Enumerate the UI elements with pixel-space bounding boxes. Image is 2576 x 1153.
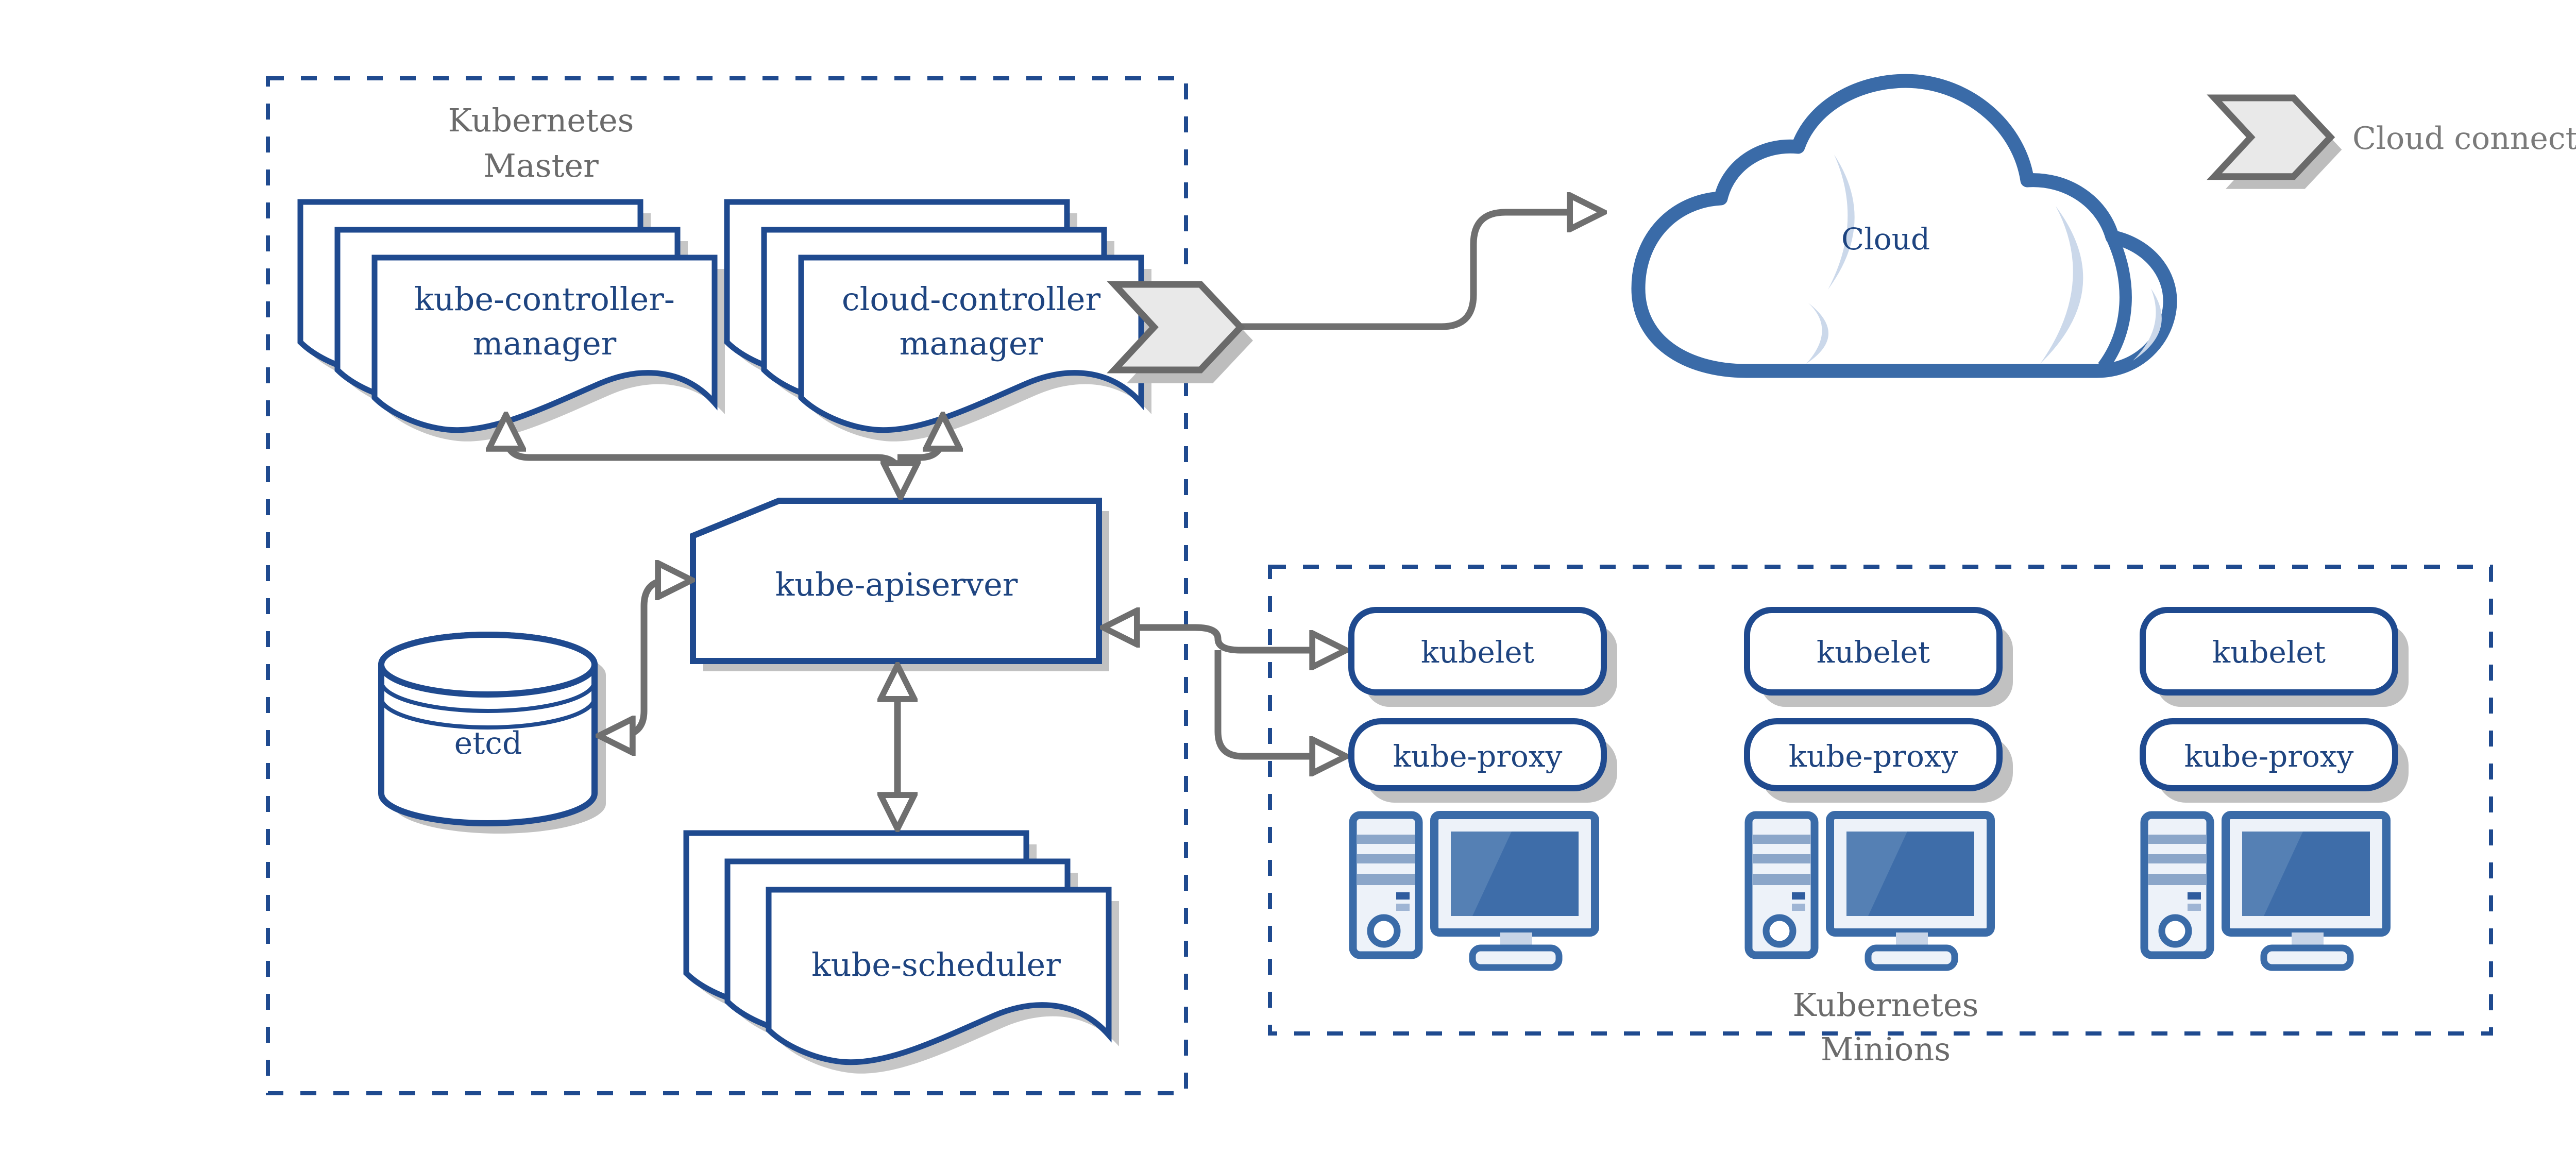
node-computer-icon (1353, 815, 1595, 968)
cloud-controller-manager-stack (727, 202, 1151, 442)
arrow-apiserver-kubelet (1106, 628, 1344, 650)
etcd-cylinder (378, 632, 606, 834)
connector-arrows (506, 212, 1601, 826)
arrow-controllers-apiserver (506, 417, 901, 495)
kube-scheduler-stack (686, 833, 1119, 1074)
arrow-cloud-controller-branch (897, 417, 943, 461)
kube-proxy-box (2140, 718, 2398, 791)
node-computer-icon (2144, 815, 2386, 968)
kube-proxy-box (1744, 718, 2003, 791)
master-boundary (266, 76, 1188, 1095)
kubelet-box (1348, 607, 1607, 696)
kubelet-box (1744, 607, 2003, 696)
kube-controller-manager-stack (300, 202, 725, 442)
arrow-etcd-apiserver (601, 580, 689, 736)
node-columns (1348, 607, 2409, 968)
cloud-shape (1631, 74, 2177, 378)
arrow-ccm-cloud (1238, 212, 1601, 330)
node-computer-icon (1749, 815, 1991, 968)
kubelet-box (2140, 607, 2398, 696)
kube-apiserver-shape (690, 498, 1109, 671)
minions-boundary (1268, 565, 2493, 1036)
legend-chevron-icon (2214, 98, 2342, 189)
arrow-apiserver-kubeproxy (1214, 650, 1344, 756)
kube-proxy-box (1348, 718, 1607, 791)
